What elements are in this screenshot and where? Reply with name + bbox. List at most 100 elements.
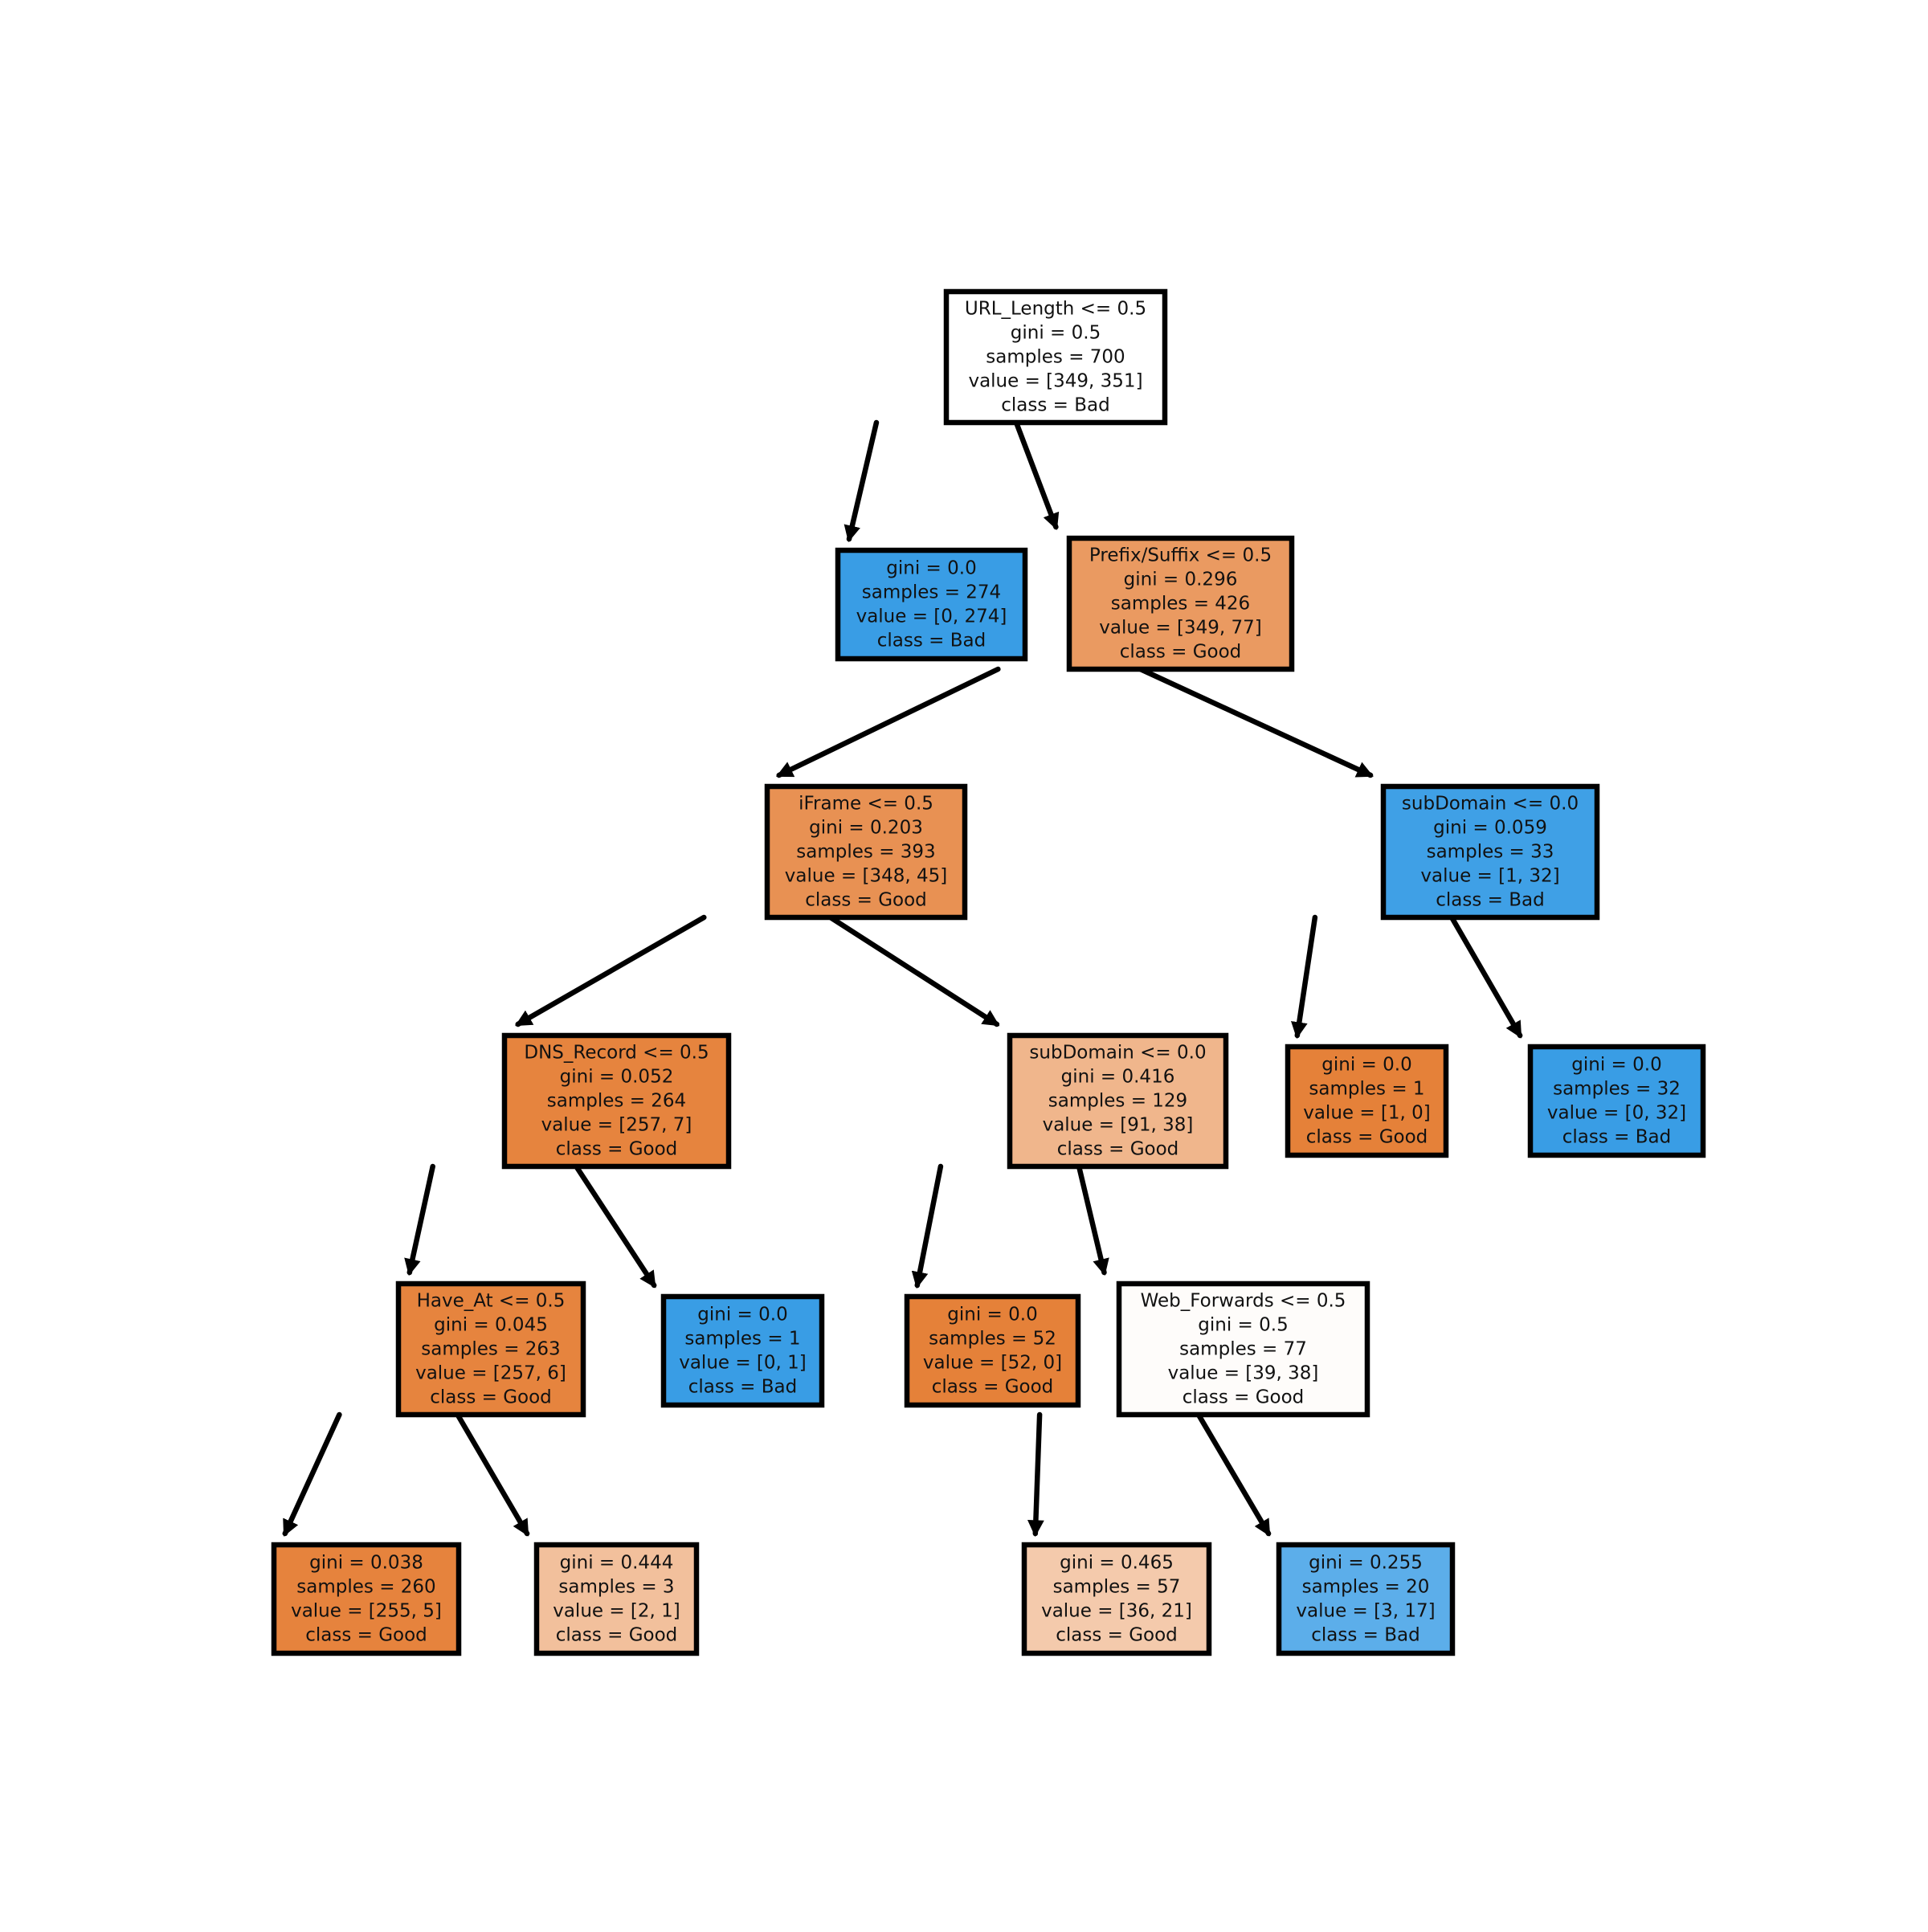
tree-node-n15: gini = 0.465 samples = 57 value = [36, 21]… <box>1021 1542 1212 1656</box>
node-box <box>1007 1032 1229 1170</box>
node-line: class = Good <box>932 1377 1054 1398</box>
node-line: gini = 0.0 <box>1571 1055 1661 1076</box>
node-line: samples = 77 <box>1179 1339 1307 1360</box>
edge-n3-n5 <box>515 914 707 1027</box>
node-box <box>1021 1542 1212 1656</box>
node-box <box>660 1293 825 1408</box>
node-line: samples = 426 <box>1111 594 1250 615</box>
node-box <box>271 1542 462 1656</box>
node-line: class = Bad <box>1311 1625 1419 1646</box>
node-line: value = [91, 38] <box>1043 1115 1194 1136</box>
node-line: class = Good <box>556 1625 678 1646</box>
tree-node-n5: DNS_Record <= 0.5 gini = 0.052 samples = 2… <box>501 1032 732 1170</box>
node-line: samples = 263 <box>421 1339 560 1360</box>
node-line: value = [0, 1] <box>679 1353 807 1374</box>
node-box <box>1066 535 1295 672</box>
node-line: class = Good <box>1057 1139 1179 1160</box>
node-line: gini = 0.465 <box>1060 1553 1174 1574</box>
node-box <box>835 547 1028 662</box>
edge-n5-n9 <box>404 1163 435 1276</box>
node-line: Have_At <= 0.5 <box>417 1291 566 1312</box>
node-line: samples = 274 <box>862 582 1001 603</box>
node-line: value = [3, 17] <box>1296 1601 1435 1622</box>
node-line: samples = 393 <box>796 842 935 863</box>
node-line: gini = 0.045 <box>434 1315 548 1336</box>
node-line: gini = 0.203 <box>809 818 923 839</box>
node-line: gini = 0.0 <box>1321 1055 1411 1076</box>
node-line: class = Good <box>1056 1625 1178 1646</box>
tree-node-n9: Have_At <= 0.5 gini = 0.045 samples = 263 v… <box>395 1281 586 1418</box>
node-line: value = [349, 351] <box>968 371 1142 392</box>
node-line: gini = 0.296 <box>1124 570 1238 590</box>
node-line: class = Bad <box>688 1377 797 1398</box>
node-line: gini = 0.0 <box>947 1305 1037 1325</box>
edge-n5-n10 <box>574 1163 657 1289</box>
edge-n6-n11 <box>911 1163 944 1289</box>
node-line: gini = 0.038 <box>309 1553 423 1574</box>
node-line: iFrame <= 0.5 <box>799 794 933 815</box>
node-line: Prefix/Suffix <= 0.5 <box>1089 545 1272 566</box>
node-line: gini = 0.059 <box>1433 818 1547 839</box>
edge-n9-n14 <box>455 1411 530 1537</box>
edge-n12-n15 <box>1027 1411 1044 1538</box>
node-box <box>1527 1044 1706 1158</box>
node-line: value = [36, 21] <box>1041 1601 1192 1622</box>
node-line: samples = 57 <box>1053 1577 1181 1598</box>
node-line: value = [257, 6] <box>415 1363 566 1384</box>
node-line: gini = 0.052 <box>560 1067 674 1088</box>
node-line: gini = 0.0 <box>886 558 976 579</box>
node-box <box>904 1293 1081 1408</box>
edge-n12-n16 <box>1195 1411 1272 1537</box>
tree-node-n12: Web_Forwards <= 0.5 gini = 0.5 samples = 7… <box>1116 1281 1370 1418</box>
node-line: samples = 52 <box>929 1329 1056 1350</box>
node-line: class = Bad <box>877 631 986 651</box>
node-line: class = Good <box>805 890 927 911</box>
node-line: gini = 0.5 <box>1198 1315 1288 1336</box>
node-line: class = Good <box>430 1387 552 1408</box>
node-line: value = [52, 0] <box>923 1353 1062 1374</box>
node-box <box>943 288 1168 426</box>
node-line: value = [349, 77] <box>1099 618 1261 639</box>
node-box <box>1116 1281 1370 1418</box>
node-box <box>1380 783 1600 921</box>
tree-node-n11: gini = 0.0 samples = 52 value = [52, 0] cla… <box>904 1293 1081 1408</box>
node-box <box>395 1281 586 1418</box>
node-line: class = Good <box>305 1625 427 1646</box>
node-line: DNS_Record <= 0.5 <box>524 1043 709 1064</box>
node-box <box>1285 1044 1449 1158</box>
node-line: subDomain <= 0.0 <box>1029 1043 1206 1064</box>
node-box <box>533 1542 700 1656</box>
node-line: gini = 0.5 <box>1011 323 1101 344</box>
node-line: samples = 260 <box>296 1577 435 1598</box>
node-line: value = [257, 7] <box>541 1115 692 1136</box>
edge-n9-n13 <box>282 1411 342 1537</box>
edge-n3-n6 <box>827 914 1000 1027</box>
node-line: samples = 3 <box>558 1577 674 1598</box>
tree-node-n3: iFrame <= 0.5 gini = 0.203 samples = 393 va… <box>764 783 968 921</box>
node-line: value = [348, 45] <box>785 866 947 887</box>
node-line: class = Good <box>1120 642 1242 663</box>
node-line: samples = 20 <box>1302 1577 1430 1598</box>
node-line: samples = 700 <box>986 347 1125 368</box>
node-line: value = [1, 0] <box>1303 1103 1431 1124</box>
node-line: samples = 264 <box>547 1091 686 1112</box>
edges-layer <box>282 419 1523 1538</box>
node-line: samples = 129 <box>1048 1091 1187 1112</box>
edge-n4-n7 <box>1291 914 1318 1040</box>
node-line: class = Good <box>556 1139 678 1160</box>
node-line: gini = 0.444 <box>560 1553 674 1574</box>
node-line: value = [1, 32] <box>1420 866 1559 887</box>
node-line: class = Good <box>1183 1387 1305 1408</box>
node-line: class = Bad <box>1001 395 1109 416</box>
node-line: Web_Forwards <= 0.5 <box>1141 1291 1346 1312</box>
edge-n4-n8 <box>1448 914 1523 1039</box>
